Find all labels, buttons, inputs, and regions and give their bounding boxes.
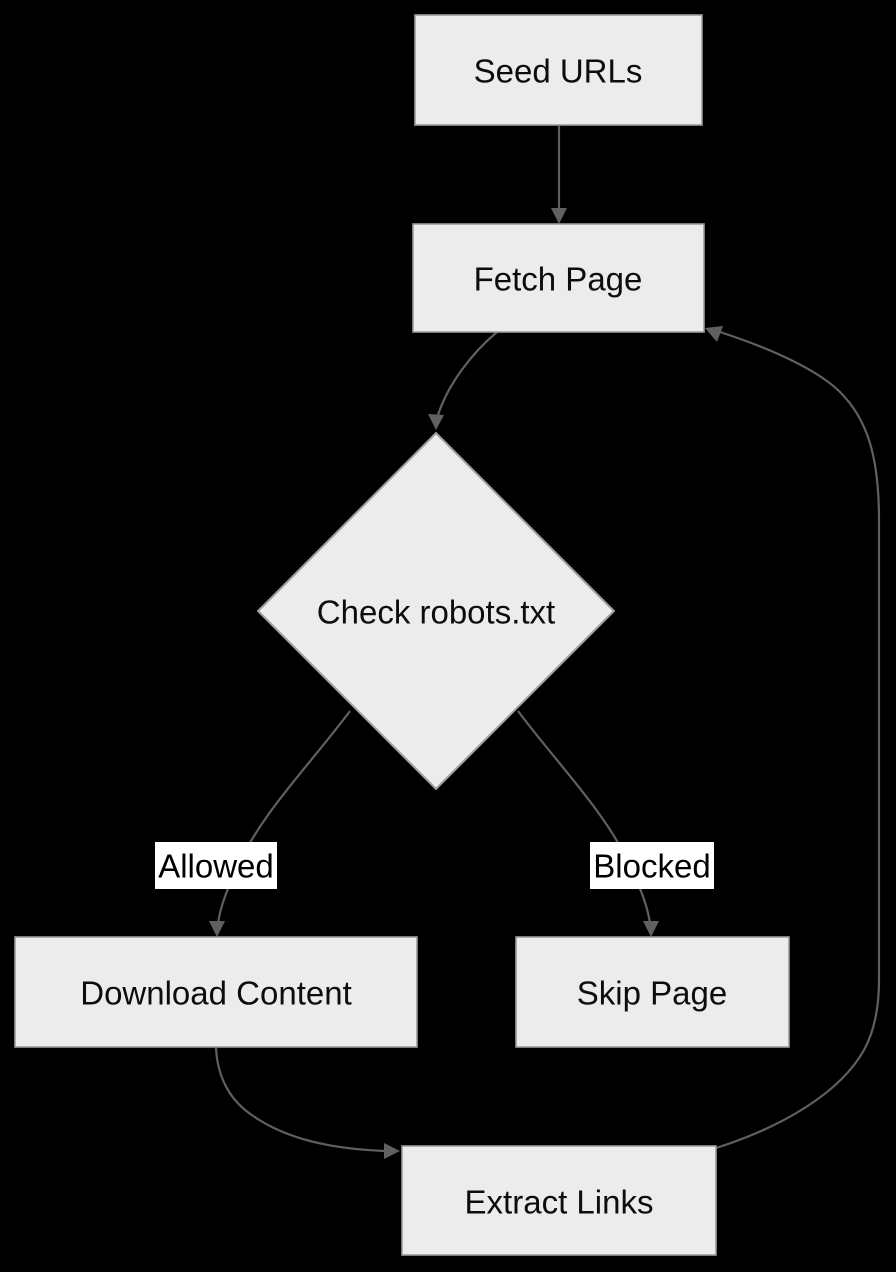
node-fetch-page <box>412 223 705 333</box>
edge-label-allowed: Allowed <box>158 848 274 885</box>
arrowhead-fetch-to-check <box>428 414 444 430</box>
node-seed-urls <box>414 14 703 126</box>
node-fetch-page-label: Fetch Page <box>474 261 643 298</box>
edge-label-blocked: Blocked <box>593 848 710 885</box>
node-download-content <box>14 936 418 1048</box>
decision-check-robots-label: Check robots.txt <box>317 594 555 631</box>
node-extract-links <box>401 1145 717 1256</box>
edge-check-to-skip <box>517 710 652 925</box>
node-download-content-label: Download Content <box>80 975 352 1012</box>
node-skip-page-label: Skip Page <box>577 975 727 1012</box>
arrowhead-check-to-download <box>209 921 225 937</box>
edge-download-to-extract <box>214 1046 387 1153</box>
edge-fetch-to-check <box>436 331 498 416</box>
arrowhead-check-to-skip <box>643 921 659 937</box>
node-extract-links-label: Extract Links <box>465 1184 654 1221</box>
decision-check-robots <box>256 431 616 791</box>
arrowhead-seed-to-fetch <box>551 208 567 224</box>
edge-check-to-download <box>216 710 351 925</box>
arrowhead-download-to-extract <box>384 1143 400 1159</box>
node-skip-page <box>515 936 790 1048</box>
edge-label-blocked-bg <box>590 842 714 889</box>
edge-extract-to-fetch <box>715 330 881 1150</box>
node-seed-urls-label: Seed URLs <box>474 53 643 90</box>
edge-label-allowed-bg <box>155 842 277 889</box>
arrowhead-extract-to-fetch <box>705 326 723 342</box>
